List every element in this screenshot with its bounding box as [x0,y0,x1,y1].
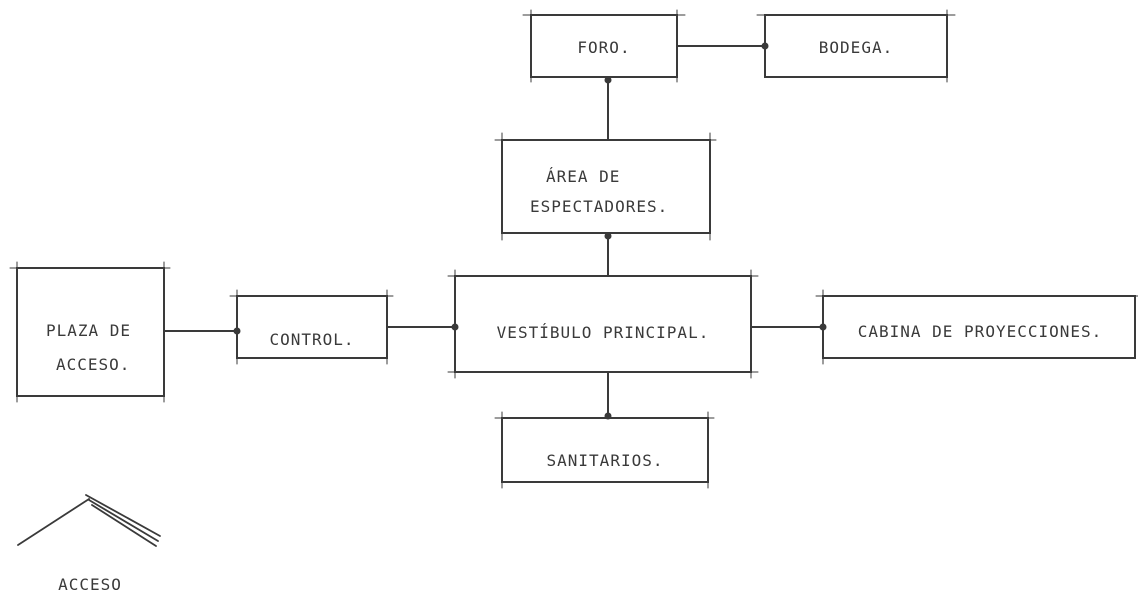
dot [819,323,827,331]
control-label: CONTROL. [269,330,354,349]
cabina-label: CABINA DE PROYECCIONES. [858,322,1103,341]
dot [604,232,612,240]
sanitarios-box [494,411,715,489]
vestibulo-label: VESTÍBULO PRINCIPAL. [497,323,710,342]
sanitarios-label: SANITARIOS. [547,451,664,470]
dot [761,42,769,50]
dot [604,76,612,84]
plaza-label-line1: PLAZA DE [46,321,131,340]
bodega-label: BODEGA. [819,38,893,57]
connector-dots [233,42,827,420]
dot [451,323,459,331]
access-arrow-icon [17,494,161,547]
foro-label: FORO. [577,38,630,57]
acceso-label: ACCESO [58,575,122,594]
dot [233,327,241,335]
area-espectadores-box [494,132,717,241]
dot [604,412,612,420]
plaza-label-line2: ACCESO. [56,355,130,374]
control-box [229,289,394,365]
area-label-line2: ESPECTADORES. [530,197,668,216]
area-label-line1: ÁREA DE [546,167,620,186]
